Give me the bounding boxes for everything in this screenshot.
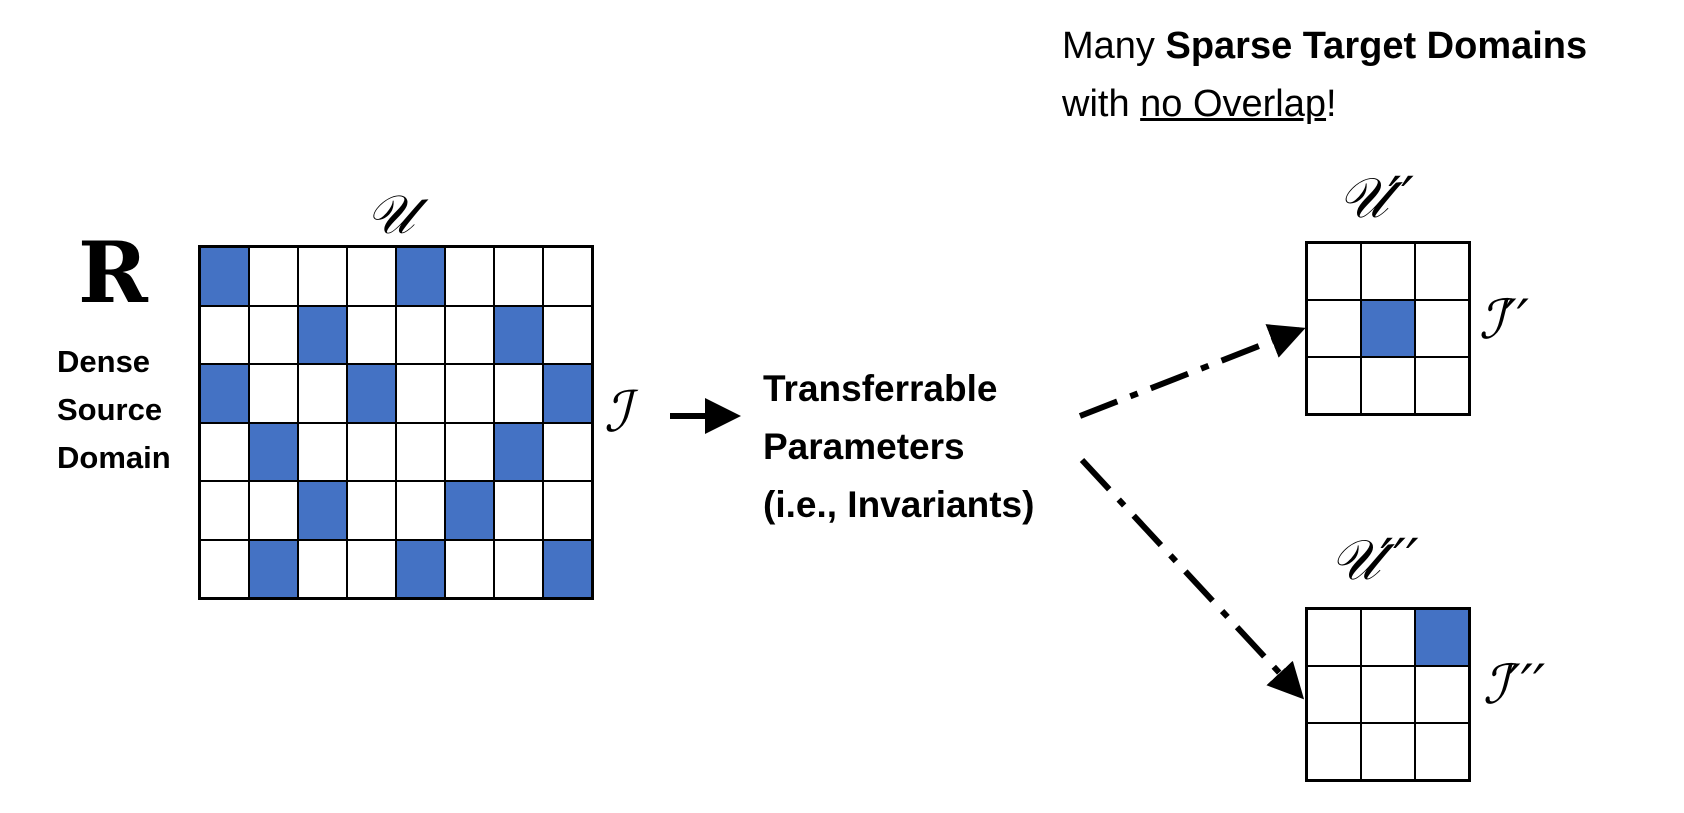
parameters-to-target1-arrow	[1078, 324, 1306, 419]
title-with: with	[1062, 83, 1141, 125]
source-empty-cell	[200, 422, 249, 481]
source-empty-cell	[396, 305, 445, 364]
source-filled-cell	[200, 364, 249, 423]
source-empty-cell	[543, 422, 592, 481]
source-empty-cell	[445, 247, 494, 306]
title-exclamation: !	[1326, 83, 1337, 125]
target1-empty-cell	[1361, 357, 1415, 414]
title-line-1: Many Sparse Target Domains	[1062, 22, 1587, 70]
target1-empty-cell	[1361, 243, 1415, 300]
source-filled-cell	[347, 364, 396, 423]
middle-line-3: (i.e., Invariants)	[763, 484, 1035, 525]
source-empty-cell	[200, 305, 249, 364]
parameters-to-target2-arrow	[1079, 457, 1305, 700]
title-bold-phrase: Sparse Target Domains	[1165, 25, 1588, 67]
source-empty-cell	[347, 305, 396, 364]
matrix-label-r: R	[78, 223, 148, 322]
source-empty-cell	[543, 305, 592, 364]
source-filled-cell	[298, 481, 347, 540]
source-filled-cell	[543, 364, 592, 423]
source-empty-cell	[494, 247, 543, 306]
target1-empty-cell	[1307, 243, 1361, 300]
source-empty-cell	[445, 305, 494, 364]
source-user-label: 𝒰	[366, 183, 415, 246]
target2-empty-cell	[1361, 666, 1415, 723]
title-underlined-phrase: no Overlap	[1140, 83, 1327, 125]
target2-item-label: ℐ′′′	[1483, 653, 1546, 716]
source-empty-cell	[396, 364, 445, 423]
source-empty-cell	[347, 481, 396, 540]
source-empty-cell	[249, 305, 298, 364]
target1-item-label: ℐ′′	[1479, 288, 1529, 351]
transferable-parameters-text: Transferrable Parameters (i.e., Invarian…	[763, 360, 1034, 534]
target2-empty-cell	[1307, 609, 1361, 666]
target1-empty-cell	[1415, 300, 1469, 357]
target2-matrix	[1305, 607, 1471, 782]
source-caption-line-1: Dense	[57, 344, 151, 379]
source-empty-cell	[543, 247, 592, 306]
source-filled-cell	[298, 305, 347, 364]
source-empty-cell	[445, 422, 494, 481]
source-empty-cell	[445, 539, 494, 598]
target2-user-label: 𝒰′′′	[1330, 528, 1419, 593]
middle-line-2: Parameters	[763, 426, 965, 467]
target1-user-label: 𝒰′′	[1338, 166, 1414, 231]
source-empty-cell	[298, 539, 347, 598]
source-filled-cell	[445, 481, 494, 540]
source-item-label: ℐ	[604, 380, 631, 445]
source-empty-cell	[200, 481, 249, 540]
source-empty-cell	[249, 247, 298, 306]
source-caption: Dense Source Domain	[57, 338, 171, 482]
target1-empty-cell	[1415, 243, 1469, 300]
source-filled-cell	[543, 539, 592, 598]
source-empty-cell	[200, 539, 249, 598]
title-prefix: Many	[1062, 25, 1166, 67]
source-filled-cell	[494, 305, 543, 364]
source-caption-line-2: Source	[57, 392, 163, 427]
source-empty-cell	[445, 364, 494, 423]
source-filled-cell	[396, 247, 445, 306]
source-empty-cell	[347, 539, 396, 598]
source-empty-cell	[494, 481, 543, 540]
source-empty-cell	[396, 481, 445, 540]
target1-empty-cell	[1415, 357, 1469, 414]
source-empty-cell	[249, 364, 298, 423]
target2-empty-cell	[1307, 723, 1361, 780]
source-filled-cell	[249, 539, 298, 598]
source-filled-cell	[494, 422, 543, 481]
source-empty-cell	[396, 422, 445, 481]
target1-filled-cell	[1361, 300, 1415, 357]
source-empty-cell	[543, 481, 592, 540]
source-matrix	[198, 245, 594, 600]
source-filled-cell	[200, 247, 249, 306]
target1-empty-cell	[1307, 357, 1361, 414]
target2-empty-cell	[1415, 666, 1469, 723]
source-filled-cell	[396, 539, 445, 598]
middle-line-1: Transferrable	[763, 368, 998, 409]
target1-empty-cell	[1307, 300, 1361, 357]
source-empty-cell	[347, 422, 396, 481]
source-filled-cell	[249, 422, 298, 481]
source-empty-cell	[298, 364, 347, 423]
target2-empty-cell	[1307, 666, 1361, 723]
source-empty-cell	[494, 364, 543, 423]
target2-empty-cell	[1415, 723, 1469, 780]
source-empty-cell	[298, 247, 347, 306]
source-caption-line-3: Domain	[57, 440, 171, 475]
source-empty-cell	[249, 481, 298, 540]
target2-filled-cell	[1415, 609, 1469, 666]
target2-empty-cell	[1361, 723, 1415, 780]
source-empty-cell	[494, 539, 543, 598]
source-empty-cell	[298, 422, 347, 481]
target2-empty-cell	[1361, 609, 1415, 666]
title-line-2: with no Overlap!	[1062, 80, 1337, 128]
target1-matrix	[1305, 241, 1471, 416]
source-empty-cell	[347, 247, 396, 306]
